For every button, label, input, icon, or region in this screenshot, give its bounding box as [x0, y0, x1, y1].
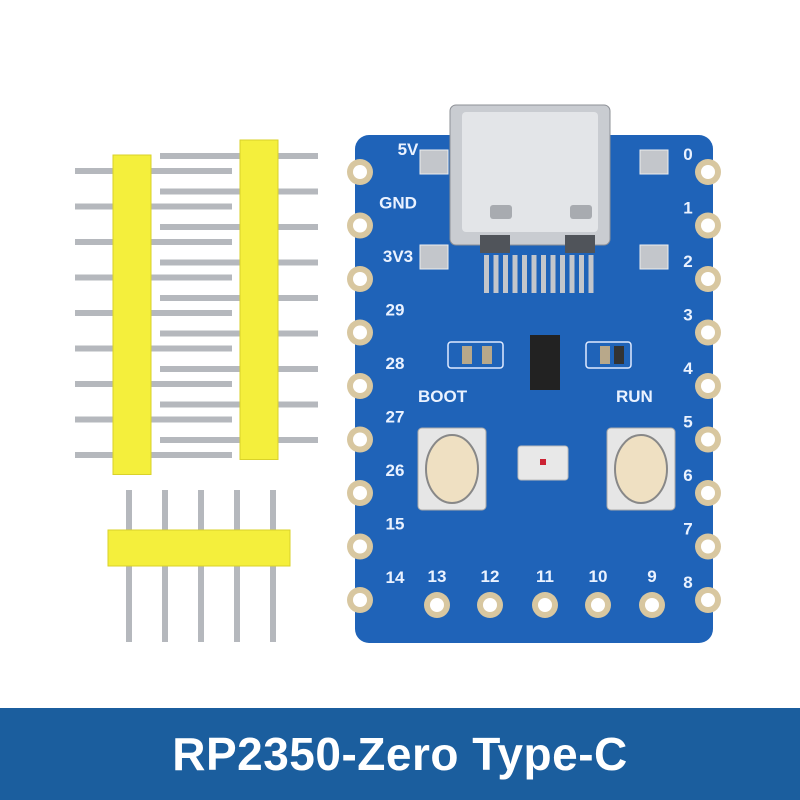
- pin-label: 14: [386, 568, 405, 587]
- header-pin: [160, 153, 318, 159]
- header-pin: [160, 366, 318, 372]
- pin-label: 0: [683, 145, 692, 164]
- pcb-board: BOOT RUN 5VGND3V329282726151401234567813…: [347, 104, 721, 643]
- header-pin: [160, 295, 318, 301]
- pin-label: 11: [536, 567, 554, 586]
- pin-label: 5V: [398, 140, 419, 159]
- header-pin: [75, 416, 232, 423]
- header-pin: [75, 239, 232, 245]
- pin-label: 3: [683, 306, 692, 325]
- header-pin: [75, 452, 232, 458]
- boot-label: BOOT: [418, 387, 468, 406]
- pin-header-right: [160, 139, 318, 460]
- header-pin: [160, 188, 318, 195]
- pin-headers: [75, 139, 318, 642]
- pin-label: 4: [683, 359, 693, 378]
- pin-label: 15: [386, 515, 405, 534]
- run-button: [606, 427, 676, 511]
- header-pin: [75, 381, 232, 387]
- title-banner: RP2350-Zero Type-C: [0, 708, 800, 800]
- pin-label: 26: [386, 461, 405, 480]
- pin-label: 3V3: [383, 247, 413, 266]
- pin-label: 10: [589, 567, 608, 586]
- pin-label: 2: [683, 252, 692, 271]
- header-pin: [160, 224, 318, 230]
- run-label: RUN: [616, 387, 653, 406]
- header-pin: [75, 203, 232, 210]
- pin-label: GND: [379, 194, 417, 213]
- header-pin: [75, 168, 232, 174]
- pin-label: 6: [683, 466, 692, 485]
- header-pin: [75, 345, 232, 352]
- pin-label: 5: [683, 413, 692, 432]
- pin-label: 13: [428, 567, 447, 586]
- product-title: RP2350-Zero Type-C: [172, 728, 628, 780]
- pin-label: 12: [481, 567, 500, 586]
- pin-label: 8: [683, 573, 692, 592]
- rgb-led: [517, 445, 569, 481]
- voltage-regulator: [447, 335, 632, 390]
- product-photo: BOOT RUN 5VGND3V329282726151401234567813…: [75, 104, 721, 643]
- pin-label: 7: [683, 520, 692, 539]
- pin-header-left: [75, 154, 232, 475]
- header-pin: [160, 401, 318, 408]
- pin-header-bottom: [107, 490, 291, 642]
- usb-c-connector: [419, 104, 669, 293]
- boot-button: [417, 427, 487, 511]
- header-pin: [75, 274, 232, 281]
- header-pin: [75, 310, 232, 316]
- pin-label: 1: [683, 199, 692, 218]
- pin-label: 27: [386, 408, 405, 427]
- header-pin: [160, 330, 318, 337]
- header-pin: [160, 437, 318, 443]
- header-pin: [160, 259, 318, 266]
- pin-label: 28: [386, 354, 405, 373]
- pin-label: 29: [386, 301, 405, 320]
- pin-label: 9: [647, 567, 656, 586]
